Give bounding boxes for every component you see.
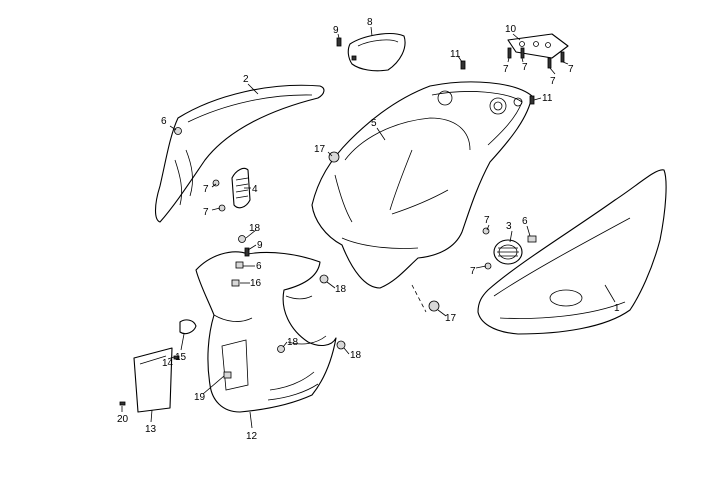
- callout-1: 1: [614, 303, 620, 314]
- callout-18-c: 18: [287, 337, 299, 348]
- callout-18-d: 18: [350, 350, 362, 361]
- callout-7-d: 7: [470, 266, 476, 277]
- callout-18-b: 18: [335, 284, 347, 295]
- leader-lines: [121, 26, 616, 429]
- callout-7-h: 7: [568, 64, 574, 75]
- callout-18-a: 18: [249, 223, 261, 234]
- callout-3: 3: [506, 221, 512, 232]
- callout-8: 8: [367, 17, 373, 28]
- part-4-grille: [231, 167, 251, 209]
- callout-14: 14: [162, 358, 174, 369]
- callout-11-b: 11: [542, 93, 553, 104]
- part-1-right-side-cover: [477, 169, 667, 335]
- part-8-cover: [347, 33, 406, 72]
- callout-20: 20: [117, 414, 129, 425]
- callout-17-a: 17: [314, 144, 326, 155]
- callout-7-e: 7: [503, 64, 509, 75]
- callout-12: 12: [246, 431, 258, 442]
- hardware: [119, 37, 565, 406]
- callout-19: 19: [194, 392, 206, 403]
- callout-2: 2: [243, 74, 249, 85]
- part-3-round-grille: [493, 239, 523, 265]
- callout-17-b: 17: [445, 313, 457, 324]
- part-12-front-lower-cover: [195, 251, 337, 413]
- callout-13: 13: [145, 424, 157, 435]
- callout-7-c: 7: [484, 215, 490, 226]
- callout-10: 10: [505, 24, 517, 35]
- callout-9-b: 9: [257, 240, 263, 251]
- callout-7-a: 7: [203, 184, 209, 195]
- dashed-leader-17: [411, 284, 427, 313]
- callout-6-a: 6: [161, 116, 167, 127]
- callout-16: 16: [250, 278, 262, 289]
- callout-11-a: 11: [450, 49, 461, 60]
- callout-7-g: 7: [550, 76, 556, 87]
- callout-7-f: 7: [522, 62, 528, 73]
- callout-7-b: 7: [203, 207, 209, 218]
- callout-4: 4: [252, 184, 258, 195]
- callout-5: 5: [371, 118, 377, 129]
- callout-15: 15: [175, 352, 187, 363]
- callout-labels: 1 2 3 4 5 6 6 6 7 7 7 7 7 7 7 7 8 9 9 10…: [117, 17, 620, 442]
- part-15-knob: [179, 319, 197, 335]
- part-13-small-panel: [133, 347, 173, 413]
- part-5-luggage-box: [311, 81, 533, 289]
- callout-9-a: 9: [333, 25, 339, 36]
- callout-6-b: 6: [522, 216, 528, 227]
- part-2-left-side-cover: [154, 84, 325, 223]
- callout-6-c: 6: [256, 261, 262, 272]
